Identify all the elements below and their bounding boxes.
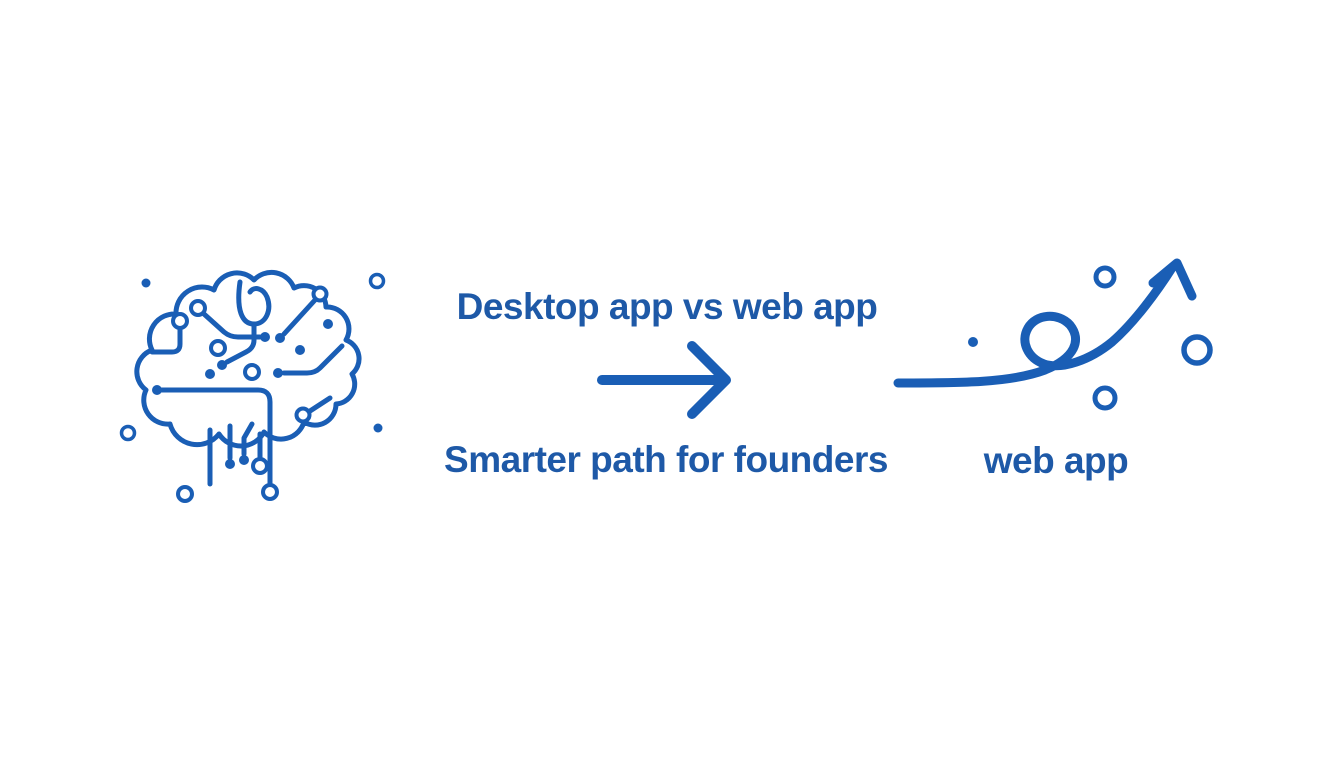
arrow-right-svg xyxy=(597,341,731,419)
circuit-node-circle xyxy=(209,339,227,357)
scatter-circle xyxy=(1092,385,1118,411)
scatter-circle xyxy=(1093,265,1117,289)
circuit-node-circle xyxy=(261,483,279,501)
circuit-node-circle xyxy=(251,457,269,475)
circuit-node-dot xyxy=(225,459,235,469)
arrow-right-icon xyxy=(595,335,735,430)
comparison-title: Desktop app vs web app xyxy=(456,286,878,327)
brain-curl xyxy=(236,279,272,327)
circuit-node-dot xyxy=(260,332,270,342)
circuit-trace xyxy=(307,395,333,414)
loop-arrow-svg xyxy=(893,258,1213,411)
circuit-node-circle xyxy=(243,363,261,381)
circuit-node-circle xyxy=(171,312,189,330)
circuit-node-dot xyxy=(239,455,249,465)
scatter-dot xyxy=(373,423,383,433)
scatter-circle xyxy=(119,424,137,442)
scatter-circle xyxy=(1181,334,1213,366)
scatter-dot xyxy=(141,278,151,288)
circuit-node-dot xyxy=(275,333,285,343)
circuit-node-dot xyxy=(217,360,227,370)
circuit-brain-icon xyxy=(112,252,402,517)
circuit-node-dot xyxy=(152,385,162,395)
scatter-circle xyxy=(176,485,194,503)
circuit-node-dot xyxy=(205,369,215,379)
circuit-stem xyxy=(241,421,255,457)
circuit-node-dot xyxy=(323,319,333,329)
circuit-node-dot xyxy=(295,345,305,355)
circuit-trace xyxy=(149,325,183,355)
loop-arrow-path xyxy=(893,263,1177,388)
loop-arrowhead xyxy=(1148,258,1197,301)
scatter-circle xyxy=(368,272,386,290)
circuit-trace xyxy=(224,321,257,365)
circuit-node-circle xyxy=(189,299,207,317)
circuit-node-circle xyxy=(294,406,312,424)
circuit-node-circle xyxy=(311,285,329,303)
circuit-brain-svg xyxy=(119,269,386,503)
circuit-trace xyxy=(154,387,273,487)
circuit-node-dot xyxy=(273,368,283,378)
scatter-dot xyxy=(968,337,978,347)
loop-arrow-up-icon xyxy=(880,250,1215,420)
circuit-trace xyxy=(281,297,318,337)
web-app-label: web app xyxy=(983,440,1129,481)
subtitle: Smarter path for founders xyxy=(444,439,888,480)
circuit-trace xyxy=(201,311,263,340)
circuit-trace xyxy=(281,343,345,376)
